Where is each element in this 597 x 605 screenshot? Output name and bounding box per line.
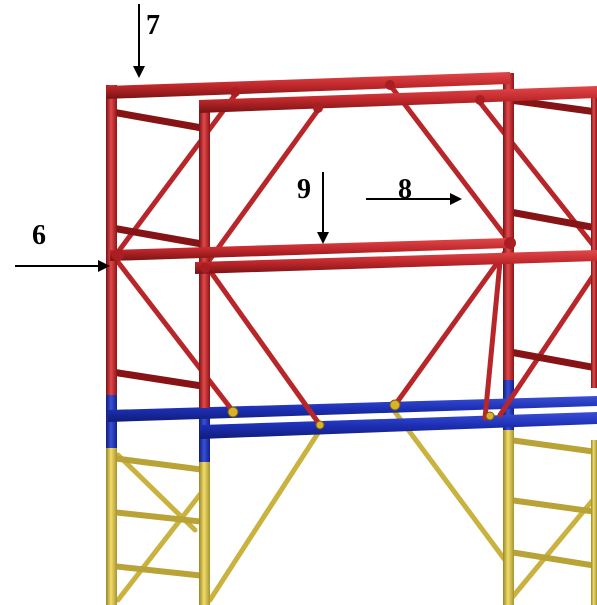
callout-label-9: 9 [297,174,311,205]
upper-tier-frame [106,72,597,430]
lower-tier-frame [106,409,597,605]
arrow-9-head [317,232,329,244]
arrow-8-head [450,193,462,205]
callout-9: 9 [297,172,329,244]
callout-label-7: 7 [146,10,160,41]
callout-label-6: 6 [32,220,46,251]
callout-label-8: 8 [398,174,412,205]
callout-6: 6 [15,220,110,272]
arrow-7-head [133,66,145,78]
arrow-6-head [98,260,110,272]
callout-7: 7 [133,4,160,78]
callout-8: 8 [366,174,462,205]
middle-band-frame [106,380,597,462]
